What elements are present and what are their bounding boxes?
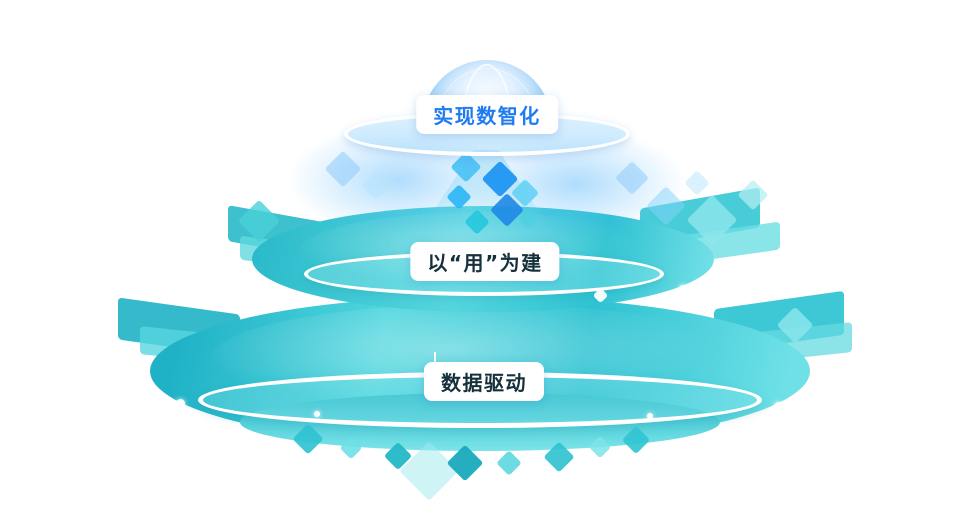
- decor-dot: [314, 411, 320, 417]
- decor-dot: [647, 413, 653, 419]
- decor-dot: [228, 265, 236, 273]
- decor-diamond: [496, 450, 522, 476]
- decor-dot: [291, 130, 299, 138]
- crystal-diamond: [684, 170, 710, 196]
- decor-dot: [659, 136, 667, 144]
- decor-dot: [679, 285, 687, 293]
- tier-bottom-label: 数据驱动: [424, 362, 544, 401]
- decor-dot: [774, 402, 783, 411]
- decor-dot: [176, 399, 185, 408]
- tier-top-label: 实现数智化: [416, 95, 558, 134]
- tier-middle-label: 以“用”为建: [410, 242, 560, 281]
